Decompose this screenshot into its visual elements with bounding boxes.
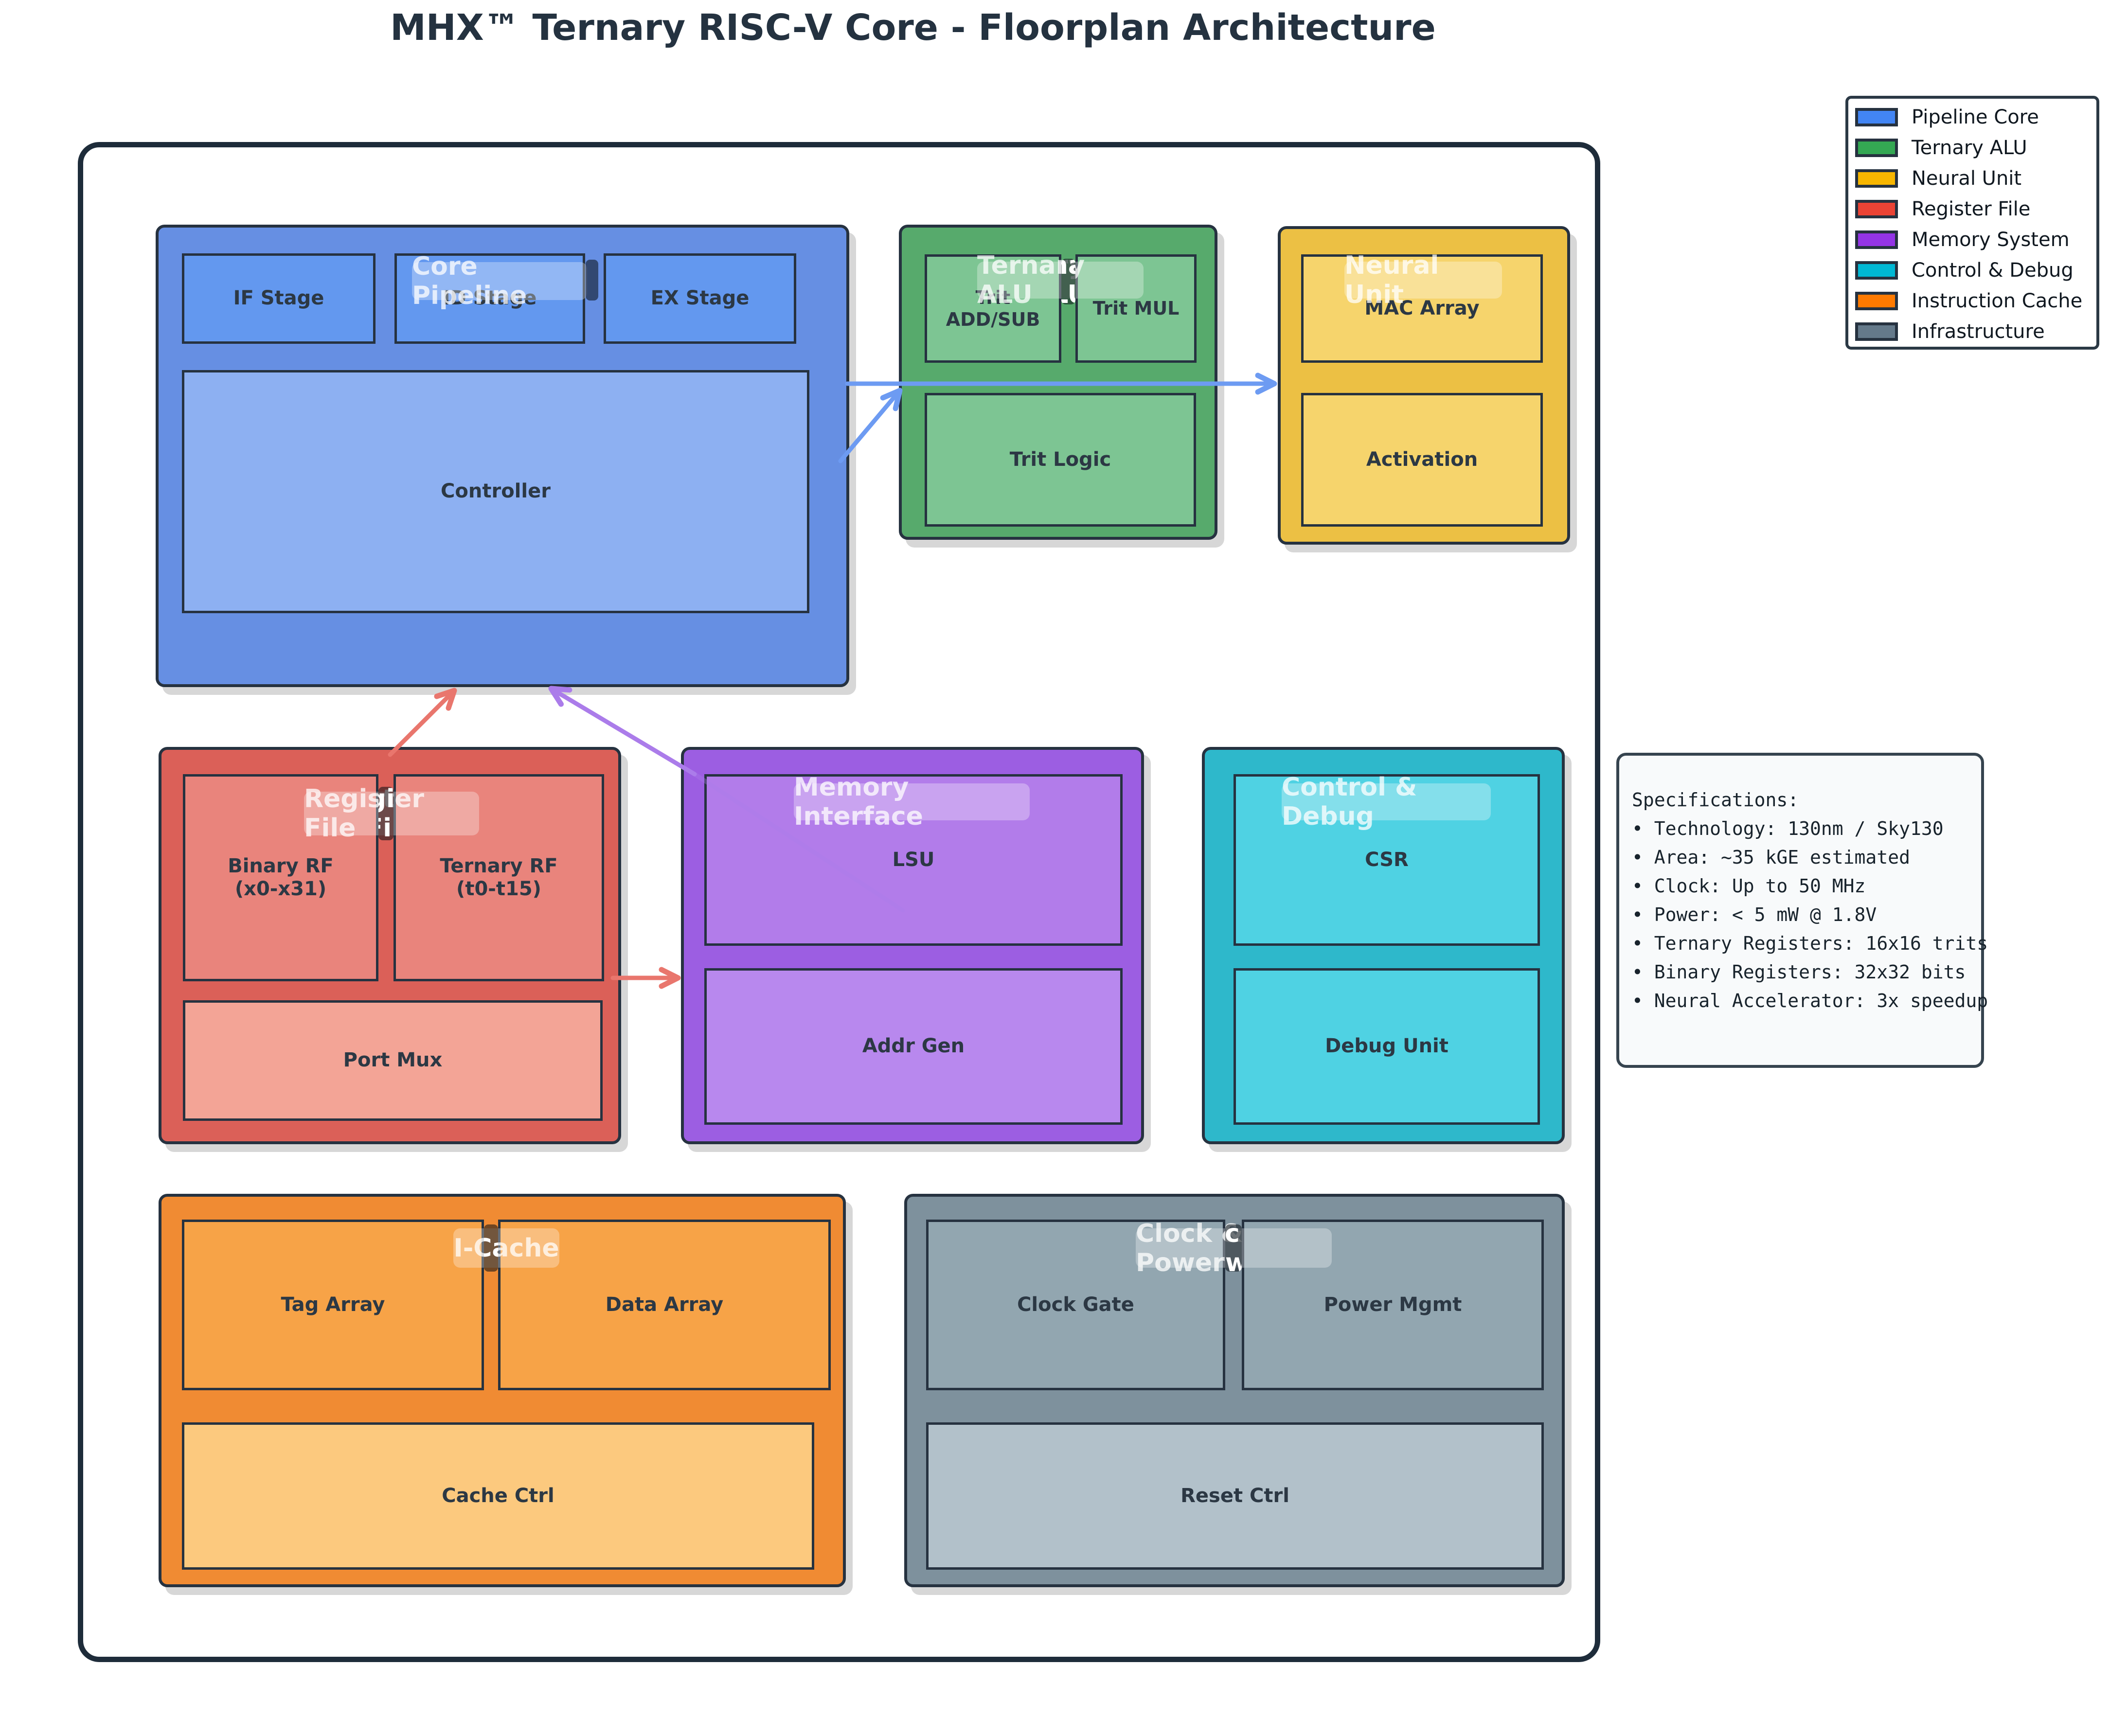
legend-item-label: Control & Debug xyxy=(1912,259,2074,282)
label-tab-ternary-alu: Ternary ALU xyxy=(1061,259,1075,304)
block-register-file: Binary RF (x0-x31) Ternary RF (t0-t15) P… xyxy=(159,747,621,1144)
page-title: MHX™ Ternary RISC-V Core - Floorplan Arc… xyxy=(390,7,1436,49)
subblock-ex-stage: EX Stage xyxy=(604,253,796,344)
spec-line: Specifications: xyxy=(1632,789,1799,811)
block-label-memory-interface: Memory Interface xyxy=(794,773,1030,831)
legend-swatch xyxy=(1855,291,1898,310)
block-icache: Tag Array Data Array Cache Ctrl I-Cache … xyxy=(159,1194,846,1587)
legend: Pipeline Core Ternary ALU Neural Unit Re… xyxy=(1845,96,2099,350)
label-tab-register-file: Register File xyxy=(378,787,393,840)
block-neural-unit: MAC Array Activation Neural Unit xyxy=(1278,226,1570,545)
subblock-trit-logic: Trit Logic xyxy=(925,393,1196,527)
spec-line: • Power: < 5 mW @ 1.8V xyxy=(1632,904,1877,925)
legend-item-label: Pipeline Core xyxy=(1912,106,2039,128)
legend-item: Control & Debug xyxy=(1848,255,2096,285)
subblock-csr: CSR xyxy=(1234,774,1540,946)
legend-item: Memory System xyxy=(1848,224,2096,255)
legend-item: Neural Unit xyxy=(1848,163,2096,194)
subblock-ternary-rf: Ternary RF (t0-t15) xyxy=(393,774,604,981)
legend-swatch xyxy=(1855,230,1898,249)
label-tab-icache: I-Cache xyxy=(484,1224,498,1272)
subblock-trit-mul: Trit MUL xyxy=(1075,254,1197,363)
legend-swatch xyxy=(1855,322,1898,341)
spec-line: • Ternary Registers: 16x16 trits xyxy=(1632,933,1988,954)
legend-item: Ternary ALU xyxy=(1848,132,2096,163)
subblock-activation: Activation xyxy=(1301,393,1543,527)
block-ternary-alu: Trit ADD/SUB Trit MUL Trit Logic Ternary… xyxy=(899,225,1217,540)
legend-item-label: Memory System xyxy=(1912,228,2070,251)
legend-item-label: Neural Unit xyxy=(1912,167,2022,190)
block-core-pipeline: IF Stage ID Stage EX Stage Controller Co… xyxy=(156,225,849,687)
block-label-ternary-alu: Ternary ALU xyxy=(977,251,1144,309)
spec-lines: Specifications: • Technology: 130nm / Sky… xyxy=(1632,786,1988,1015)
spec-box: Specifications: • Technology: 130nm / Sky… xyxy=(1616,753,1988,1068)
block-clock-power: Clock Gate Power Mgmt Reset Ctrl Clock &… xyxy=(904,1194,1565,1587)
subblock-reset-ctrl: Reset Ctrl xyxy=(926,1422,1544,1570)
subblock-debug-unit: Debug Unit xyxy=(1234,968,1540,1125)
block-label-icache: I-Cache xyxy=(453,1228,559,1268)
label-tab-clock-power: Clock & Power xyxy=(1225,1224,1242,1272)
subblock-clock-gate: Clock Gate xyxy=(926,1220,1225,1390)
spec-line: • Area: ~35 kGE estimated xyxy=(1632,847,1910,868)
subblock-power-mgmt: Power Mgmt xyxy=(1242,1220,1544,1390)
spec-line: • Neural Accelerator: 3x speedup xyxy=(1632,990,1988,1011)
legend-swatch xyxy=(1855,169,1898,188)
legend-swatch xyxy=(1855,199,1898,218)
subblock-trit-add-sub: Trit ADD/SUB xyxy=(925,254,1061,363)
subblock-id-stage: ID Stage xyxy=(394,253,585,344)
legend-item-label: Infrastructure xyxy=(1912,320,2045,343)
subblock-tag-array: Tag Array xyxy=(182,1220,484,1390)
subblock-controller: Controller xyxy=(182,370,809,613)
block-label-neural-unit: Neural Unit xyxy=(1344,251,1502,309)
block-control-debug: CSR Debug Unit Control & Debug xyxy=(1202,747,1565,1144)
block-memory-interface: LSU Addr Gen Memory Interface xyxy=(681,747,1144,1144)
subblock-data-array: Data Array xyxy=(498,1220,831,1390)
legend-swatch xyxy=(1855,261,1898,280)
legend-item-label: Ternary ALU xyxy=(1912,136,2027,159)
legend-item: Infrastructure xyxy=(1848,316,2096,347)
spec-line: • Clock: Up to 50 MHz xyxy=(1632,875,1866,897)
legend-item-label: Instruction Cache xyxy=(1912,289,2083,312)
subblock-addr-gen: Addr Gen xyxy=(704,968,1123,1125)
label-tab-core-pipeline: Core Pipeline xyxy=(586,260,598,301)
subblock-cache-ctrl: Cache Ctrl xyxy=(182,1422,814,1570)
legend-item: Register File xyxy=(1848,194,2096,224)
spec-line: • Technology: 130nm / Sky130 xyxy=(1632,818,1944,839)
block-label-control-debug: Control & Debug xyxy=(1282,773,1491,831)
legend-item: Instruction Cache xyxy=(1848,285,2096,316)
subblock-binary-rf: Binary RF (x0-x31) xyxy=(183,774,378,981)
legend-item: Pipeline Core xyxy=(1848,102,2096,132)
legend-item-label: Register File xyxy=(1912,197,2031,220)
subblock-if-stage: IF Stage xyxy=(182,253,376,344)
subblock-mac-array: MAC Array xyxy=(1301,254,1543,363)
legend-swatch xyxy=(1855,138,1898,157)
legend-swatch xyxy=(1855,107,1898,126)
subblock-lsu: LSU xyxy=(704,774,1123,946)
spec-line: • Binary Registers: 32x32 bits xyxy=(1632,961,1966,983)
block-label-core-pipeline: Core Pipeline xyxy=(412,252,587,310)
subblock-port-mux: Port Mux xyxy=(183,1000,603,1121)
